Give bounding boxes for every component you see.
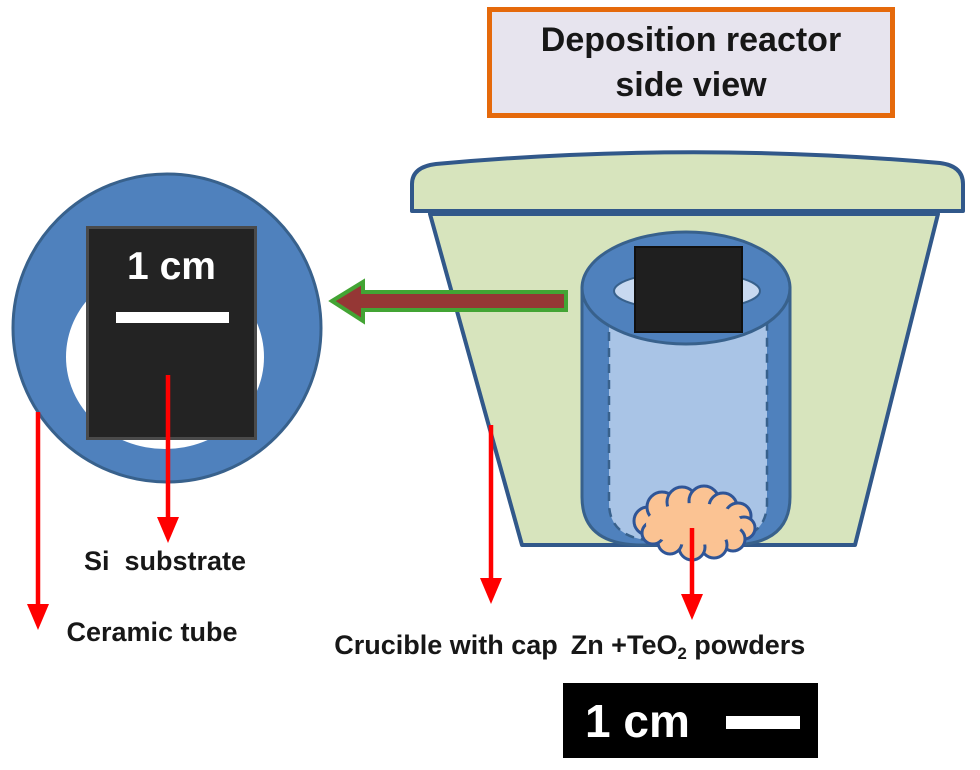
label-zn-teo2-powders: Zn +TeO2 powders <box>570 630 806 663</box>
scale-bar-box: 1 cm <box>563 683 818 758</box>
inner-cylinder <box>580 230 792 547</box>
si-substrate-chip <box>634 246 743 333</box>
label-si-substrate: Si substrate <box>83 546 247 576</box>
scale-bar-line <box>725 716 800 729</box>
inset-scale-label: 1 cm <box>127 245 216 288</box>
inset-scale-bar <box>116 312 229 323</box>
label-crucible-with-cap: Crucible with cap <box>334 630 558 660</box>
scale-bar-label: 1 cm <box>585 694 690 747</box>
substrate-front-view: 1 cm <box>86 226 257 440</box>
powders-text: Zn +TeO <box>570 630 678 660</box>
powders-text-suffix: powders <box>686 630 806 660</box>
inner-cylinder-cavity <box>607 298 769 543</box>
powder-cloud <box>632 484 757 562</box>
crucible-cap <box>410 150 965 213</box>
label-ceramic-tube: Ceramic tube <box>66 617 238 647</box>
title-box: Deposition reactor side view <box>487 7 895 118</box>
title-line-1: Deposition reactor <box>540 20 842 59</box>
title-line-2: side view <box>615 65 767 104</box>
powders-subscript: 2 <box>677 643 687 663</box>
